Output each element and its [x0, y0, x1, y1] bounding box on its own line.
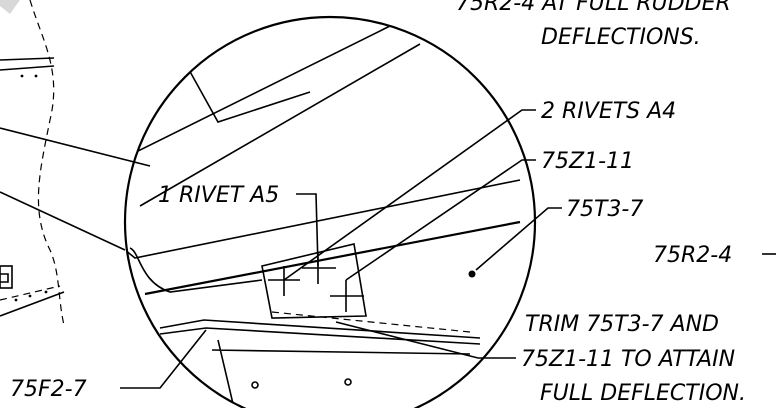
upper-bracket	[187, 67, 311, 123]
label-75f2-7: 75F2-7	[10, 377, 87, 402]
corner-fragment	[0, 0, 20, 14]
note-top-line2: DEFLECTIONS.	[541, 25, 701, 50]
reference-dot	[468, 270, 476, 278]
label-75t3-7: 75T3-7	[566, 197, 643, 222]
note-top-line1: 75R2-4 AT FULL RUDDER	[456, 0, 731, 16]
outside-geometry	[0, 0, 151, 326]
lower-left-dash	[0, 285, 61, 301]
lower-left-skin	[0, 291, 65, 317]
leader-trim	[335, 321, 516, 359]
rivet-dot	[20, 74, 24, 78]
trim-note-line3: FULL DEFLECTION.	[540, 381, 746, 406]
trim-note-line2: 75Z1-11 TO ATTAIN	[521, 347, 735, 372]
hole	[251, 381, 259, 389]
trim-line	[271, 311, 471, 333]
leader-rivet-a5	[296, 193, 319, 267]
label-rivets-a4: 2 RIVETS A4	[541, 99, 676, 124]
hole	[344, 378, 352, 386]
skin-75t3-7	[144, 220, 521, 296]
rivet-dot	[44, 290, 48, 294]
upper-spar	[125, 23, 421, 207]
dashed-outline	[29, 0, 65, 326]
horizontal-member	[125, 179, 521, 259]
trim-note-line1: TRIM 75T3-7 AND	[525, 312, 719, 337]
label-rivet-a5: 1 RIVET A5	[158, 183, 279, 208]
lower-box	[211, 339, 471, 408]
leader-75z1-11	[345, 159, 536, 281]
rudder-horn-outline	[129, 247, 263, 293]
rivet-dot	[34, 74, 38, 78]
rivet-dot	[14, 298, 18, 302]
label-75r2-4: 75R2-4	[653, 243, 732, 268]
upper-left-part-edge	[0, 65, 55, 71]
detail-circle	[123, 15, 537, 408]
left-spar	[0, 127, 151, 251]
bracket-detail	[0, 273, 9, 283]
upper-left-part	[0, 57, 55, 61]
label-75z1-11: 75Z1-11	[541, 149, 634, 174]
leader-lines	[120, 109, 776, 389]
lower-left-bracket	[0, 265, 13, 289]
rivet-dot	[28, 294, 32, 298]
lower-flange	[159, 319, 481, 345]
leader-rivets-a4	[283, 109, 536, 281]
detail-geometry	[125, 23, 521, 408]
leader-75t3-7	[475, 207, 562, 271]
leader-75f2-7	[120, 329, 207, 389]
callouts: 75R2-4 AT FULL RUDDER DEFLECTIONS. 2 RIV…	[10, 0, 746, 406]
